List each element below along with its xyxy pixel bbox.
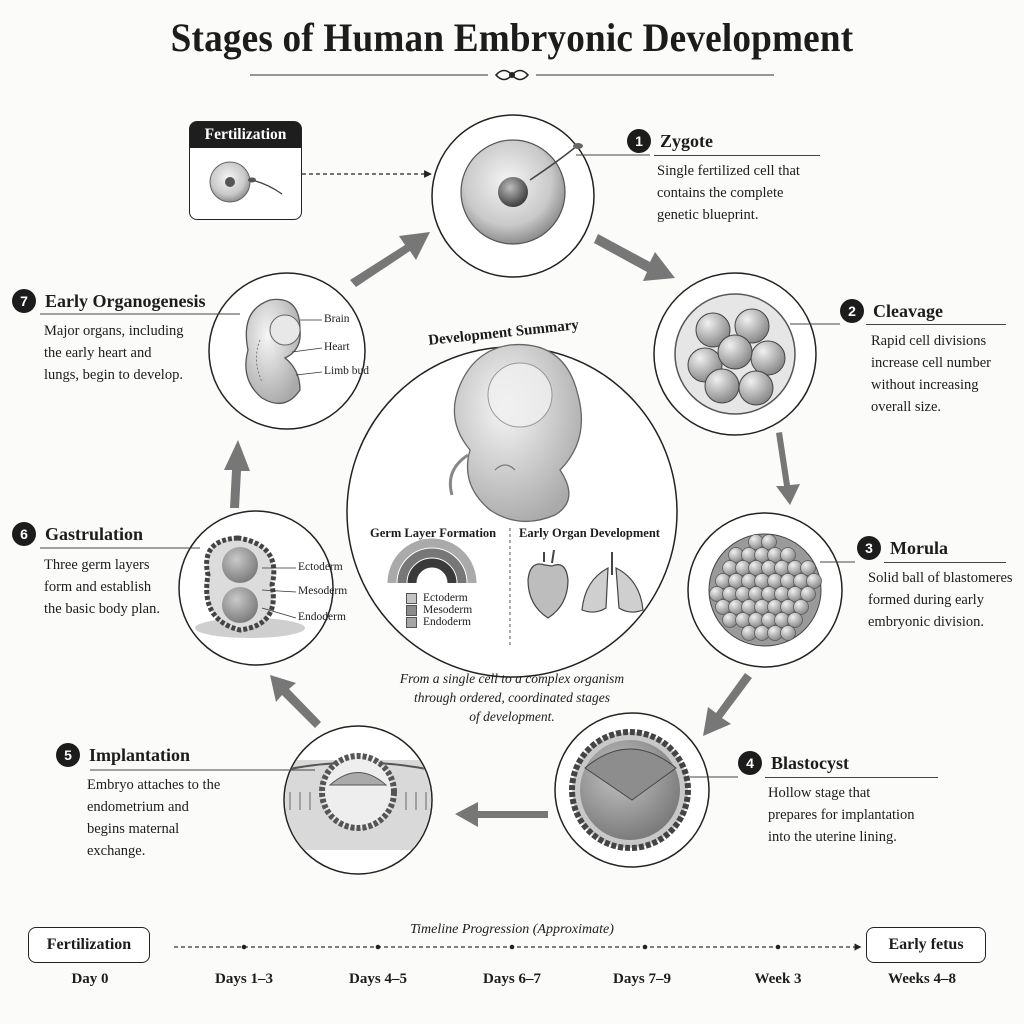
- timeline-tick-5: Week 3: [754, 971, 802, 987]
- fertilization-box: Fertilization: [189, 121, 302, 220]
- legend-endoderm: Endoderm: [406, 616, 472, 628]
- arrow-3-to-4: [703, 673, 752, 736]
- timeline-tick-4: Days 7–9: [613, 971, 671, 987]
- stage-1-title: 1 Zygote: [627, 129, 713, 153]
- timeline-start-box: Fertilization: [28, 927, 150, 963]
- legend-ectoderm: Ectoderm: [406, 592, 472, 604]
- mesoderm-label: Mesoderm: [298, 585, 348, 597]
- implantation-illustration: [283, 725, 433, 875]
- summary-panel: [346, 343, 678, 678]
- heart-label: Heart: [324, 341, 350, 353]
- stage-1-label: Zygote: [660, 130, 713, 151]
- callout-lines: [40, 154, 855, 778]
- arrow-6-to-7: [224, 440, 250, 508]
- timeline-line: [174, 943, 862, 951]
- arrow-7-to-1: [350, 232, 430, 287]
- stage-4-underline: [765, 777, 938, 778]
- page-title: Stages of Human Embryonic Development: [170, 15, 854, 60]
- cycle-arrows: [224, 232, 800, 827]
- arrow-2-to-3: [776, 432, 800, 505]
- title-divider: [250, 69, 774, 81]
- endoderm-label: Endoderm: [298, 611, 346, 623]
- morula-illustration: [687, 512, 843, 668]
- stage-1-number: 1: [627, 129, 651, 153]
- blastocyst-illustration: [554, 712, 710, 868]
- germ-layer-heading: Germ Layer Formation: [370, 526, 497, 540]
- arrow-5-to-6: [270, 675, 321, 728]
- timeline-title: Timeline Progression (Approximate): [410, 922, 614, 937]
- summary-caption: From a single cell to a complex organism…: [399, 671, 625, 724]
- timeline-tick-3: Days 6–7: [483, 971, 541, 987]
- arrow-1-to-2: [594, 234, 675, 281]
- timeline-tick-6: Weeks 4–8: [888, 971, 956, 987]
- germ-layer-legend: Ectoderm Mesoderm Endoderm: [406, 592, 472, 628]
- timeline-tick-0: Day 0: [71, 971, 109, 987]
- fertilization-icon: [209, 161, 283, 203]
- brain-label: Brain: [324, 313, 350, 325]
- arrow-4-to-5: [455, 802, 548, 827]
- organ-heading: Early Organ Development: [519, 526, 660, 540]
- timeline-tick-2: Days 4–5: [349, 971, 407, 987]
- stage-1-underline: [654, 155, 820, 156]
- cleavage-illustration: [653, 272, 817, 436]
- zygote-illustration: [431, 114, 595, 278]
- timeline-tick-1: Days 1–3: [215, 971, 273, 987]
- stage-2-underline: [866, 324, 1006, 325]
- fertilization-box-title: Fertilization: [190, 122, 301, 148]
- timeline-end-box: Early fetus: [866, 927, 986, 963]
- gastrulation-illustration: [178, 510, 334, 666]
- organogenesis-illustration: [208, 272, 366, 430]
- limb-bud-label: Limb bud: [324, 365, 370, 377]
- ectoderm-label: Ectoderm: [298, 561, 343, 573]
- stage-3-underline: [884, 562, 1006, 563]
- legend-mesoderm: Mesoderm: [406, 604, 472, 616]
